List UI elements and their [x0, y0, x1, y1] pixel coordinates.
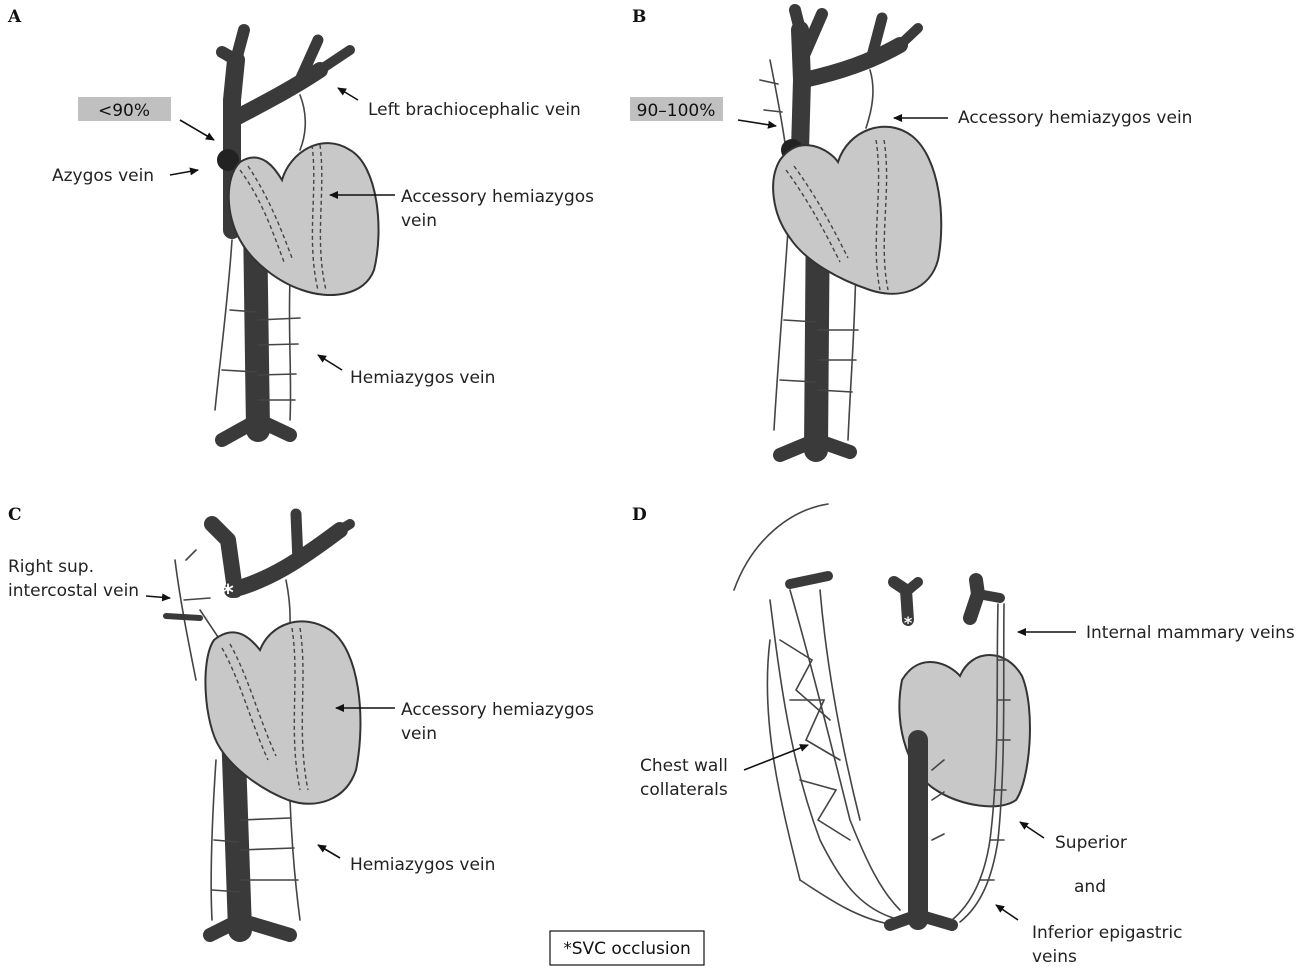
label-hemiazygos-c: Hemiazygos vein — [350, 855, 495, 875]
panel-b-letter: B — [632, 7, 646, 27]
label-chest-wall-2: collaterals — [640, 780, 728, 800]
asterisk-c: * — [222, 581, 234, 606]
label-inferior-2: veins — [1032, 947, 1077, 967]
panel-c-letter: C — [8, 505, 22, 525]
label-accessory-c-2: vein — [401, 724, 437, 744]
label-right-sup-2: intercostal vein — [8, 581, 139, 601]
label-and: and — [1074, 877, 1106, 897]
label-accessory-c-1: Accessory hemiazygos — [401, 700, 594, 720]
label-accessory-a-2: vein — [401, 211, 437, 231]
label-right-sup-1: Right sup. — [8, 557, 94, 577]
panel-b: B — [630, 7, 1192, 455]
panel-a-letter: A — [7, 7, 22, 27]
label-accessory-a-1: Accessory hemiazygos — [401, 187, 594, 207]
label-inferior-1: Inferior epigastric — [1032, 923, 1183, 943]
label-hemiazygos-a: Hemiazygos vein — [350, 368, 495, 388]
label-accessory-b: Accessory hemiazygos vein — [958, 108, 1192, 128]
panel-d-letter: D — [632, 505, 647, 525]
label-internal-mammary: Internal mammary veins — [1086, 623, 1295, 643]
label-left-brachiocephalic: Left brachiocephalic vein — [368, 100, 581, 120]
panel-c: C * — [8, 505, 594, 935]
asterisk-d: * — [904, 613, 913, 632]
chest-wall-network — [767, 590, 900, 925]
svc-note-text: *SVC occlusion — [563, 939, 691, 959]
label-azygos: Azygos vein — [52, 166, 154, 186]
badge-a-text: <90% — [98, 101, 150, 121]
badge-b-text: 90–100% — [637, 101, 716, 121]
heart-b — [773, 127, 941, 294]
label-chest-wall-1: Chest wall — [640, 756, 728, 776]
label-superior: Superior — [1055, 833, 1127, 853]
panel-a: A — [7, 7, 594, 440]
panel-d: D * — [632, 504, 1295, 967]
